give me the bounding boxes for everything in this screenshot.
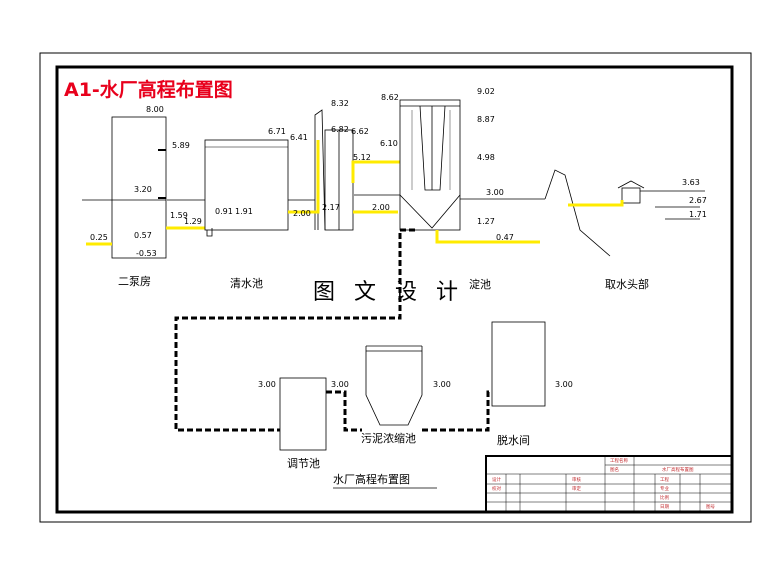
intake-structure bbox=[544, 169, 645, 257]
level-label: 1.27 bbox=[477, 217, 495, 226]
level-label: 3.00 bbox=[555, 380, 573, 389]
level-label: 8.32 bbox=[331, 99, 349, 108]
filter-levels: 8.32 6.82 6.62 5.12 2.00 2.17 2.00 bbox=[293, 99, 390, 218]
level-label: 5.89 bbox=[172, 141, 190, 150]
tb-cell: 工程 bbox=[660, 476, 669, 483]
sludge-thickener bbox=[365, 345, 423, 426]
ground-lines bbox=[82, 194, 545, 201]
level-label: 0.25 bbox=[90, 233, 108, 242]
clear-well-levels: 6.71 6.41 0.91 1.91 bbox=[215, 127, 308, 216]
dewatering-label: 脱水间 bbox=[497, 433, 530, 447]
water-line-sedimentation-out bbox=[435, 230, 540, 244]
regulating-tank-label: 调节池 bbox=[287, 457, 320, 470]
water-line-intake bbox=[568, 200, 624, 207]
level-label: 3.00 bbox=[331, 380, 349, 389]
sedimentation-levels: 8.62 9.02 8.87 6.10 4.98 3.00 1.27 0.47 bbox=[380, 87, 514, 242]
drawing-frame bbox=[55, 65, 734, 514]
river-lines bbox=[640, 190, 705, 220]
tb-cell: 工程名称 bbox=[610, 457, 628, 464]
water-line-filter-down bbox=[288, 140, 320, 214]
tb-cell: 审核 bbox=[572, 476, 581, 483]
level-label: 6.10 bbox=[380, 139, 398, 148]
level-label: 3.00 bbox=[433, 380, 451, 389]
tb-cell: 日期 bbox=[660, 504, 669, 510]
drawing-title: A1-水厂高程布置图 bbox=[64, 78, 233, 101]
level-label: 3.63 bbox=[682, 178, 700, 187]
sedimentation-label: 淀池 bbox=[469, 277, 491, 291]
level-label: 1.29 bbox=[184, 217, 202, 226]
water-line-filter-in bbox=[351, 160, 400, 183]
intake-levels: 3.63 2.67 1.71 bbox=[682, 178, 707, 219]
sedimentation-tank bbox=[399, 99, 461, 231]
level-label: 6.71 bbox=[268, 127, 286, 136]
level-label: 1.71 bbox=[689, 210, 707, 219]
level-label: 2.00 bbox=[372, 203, 390, 212]
level-label: 1.59 bbox=[170, 211, 188, 220]
tb-cell: 图名 bbox=[610, 466, 619, 473]
level-label: 5.12 bbox=[353, 153, 371, 162]
pump-house bbox=[111, 116, 167, 259]
level-label: 1.91 bbox=[235, 207, 253, 216]
level-label: 3.00 bbox=[258, 380, 276, 389]
level-label: 2.67 bbox=[689, 196, 707, 205]
dewatering-house bbox=[491, 321, 546, 407]
tb-cell: 审定 bbox=[572, 485, 581, 492]
intake-label: 取水头部 bbox=[605, 277, 649, 291]
drawing-caption: 水厂高程布置图 bbox=[333, 472, 410, 486]
pump-house-levels: 8.00 5.89 3.20 1.59 1.29 0.57 0.25 -0.53 bbox=[90, 105, 202, 258]
level-label: 6.62 bbox=[351, 127, 369, 136]
level-label: 8.00 bbox=[146, 105, 164, 114]
title-block bbox=[485, 455, 733, 513]
level-label: 3.20 bbox=[134, 185, 152, 194]
level-label: 2.17 bbox=[322, 203, 340, 212]
tb-cell: 图号 bbox=[706, 504, 715, 510]
level-label: -0.53 bbox=[136, 249, 157, 258]
title-block-text: 工程名称 图名 水厂高程布置图 设计 审核 工程 专业 校对 审定 比例 日期 … bbox=[492, 457, 715, 510]
level-label: 0.47 bbox=[496, 233, 514, 242]
pump-house-label: 二泵房 bbox=[118, 275, 151, 288]
thickener-label: 污泥浓缩池 bbox=[361, 432, 416, 445]
level-label: 0.57 bbox=[134, 231, 152, 240]
sheet-border bbox=[39, 52, 752, 523]
clear-well-label: 清水池 bbox=[230, 277, 263, 290]
level-label: 6.41 bbox=[290, 133, 308, 142]
level-label: 8.87 bbox=[477, 115, 495, 124]
tb-cell: 设计 bbox=[492, 476, 501, 483]
tb-cell: 专业 bbox=[660, 485, 669, 492]
level-label: 3.00 bbox=[486, 188, 504, 197]
level-label: 8.62 bbox=[381, 93, 399, 102]
tb-cell: 水厂高程布置图 bbox=[662, 466, 694, 473]
sludge-pipe-2 bbox=[326, 390, 362, 432]
level-label: 4.98 bbox=[477, 153, 495, 162]
clear-well bbox=[204, 139, 289, 237]
level-label: 9.02 bbox=[477, 87, 495, 96]
sludge-pipe bbox=[174, 228, 415, 432]
tb-cell: 校对 bbox=[492, 485, 501, 492]
sludge-pipe-3 bbox=[422, 390, 492, 432]
level-label: 0.91 bbox=[215, 207, 233, 216]
level-label: 6.82 bbox=[331, 125, 349, 134]
watermark-text: 图 文 设 计 bbox=[313, 280, 464, 305]
regulating-tank bbox=[279, 377, 327, 451]
tb-cell: 比例 bbox=[660, 494, 669, 501]
level-label: 2.00 bbox=[293, 209, 311, 218]
